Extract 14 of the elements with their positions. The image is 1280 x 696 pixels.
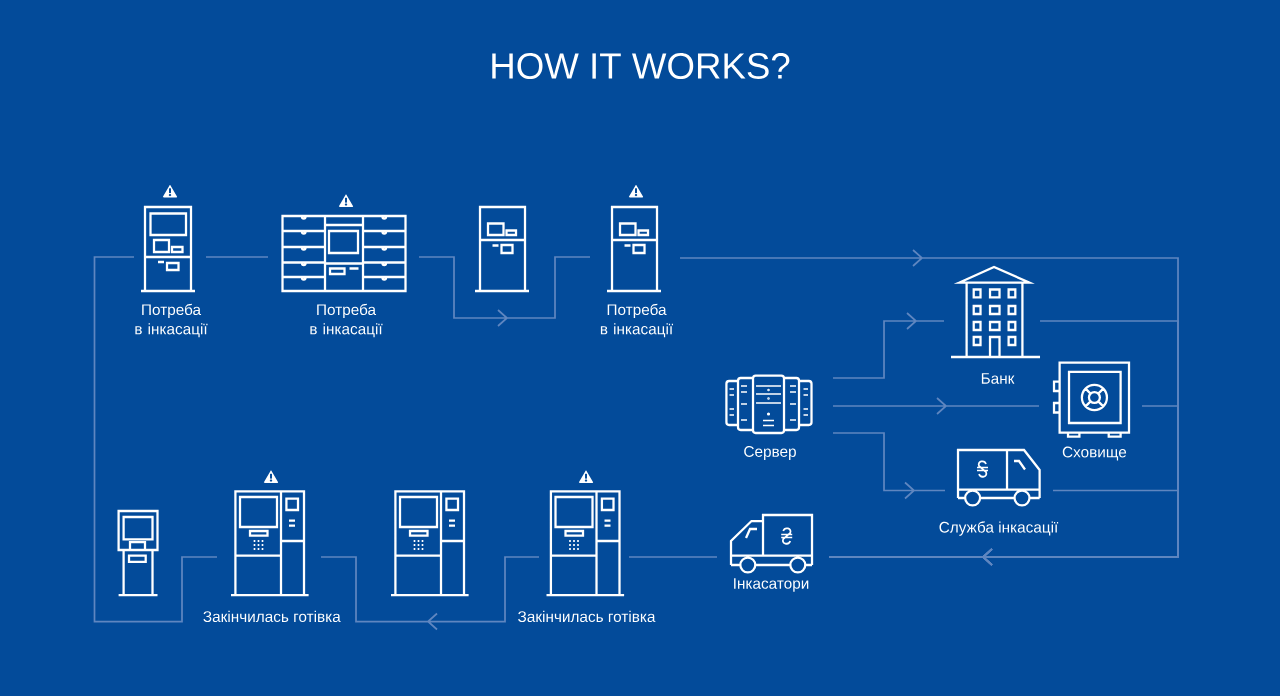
node-label: Потреба в інкасації [135, 303, 208, 338]
node-label: Закінчилась готівка [518, 610, 656, 623]
atm-icon [389, 490, 470, 597]
title: HOW IT WORKS? [492, 53, 790, 79]
node-label: Сервер [744, 446, 796, 460]
kiosk-icon [473, 205, 531, 293]
node-label: Потреба в інкасації [310, 303, 383, 338]
node-label: Інкасатори [734, 578, 809, 592]
node-label: Служба інкасації [939, 521, 1059, 536]
node-label: Закінчилась готівка [203, 610, 341, 623]
kiosk-icon [117, 509, 159, 597]
node-label: Банк [981, 373, 1015, 384]
node-label: Сховище [1062, 446, 1127, 461]
node-label: Потреба в інкасації [600, 303, 673, 338]
